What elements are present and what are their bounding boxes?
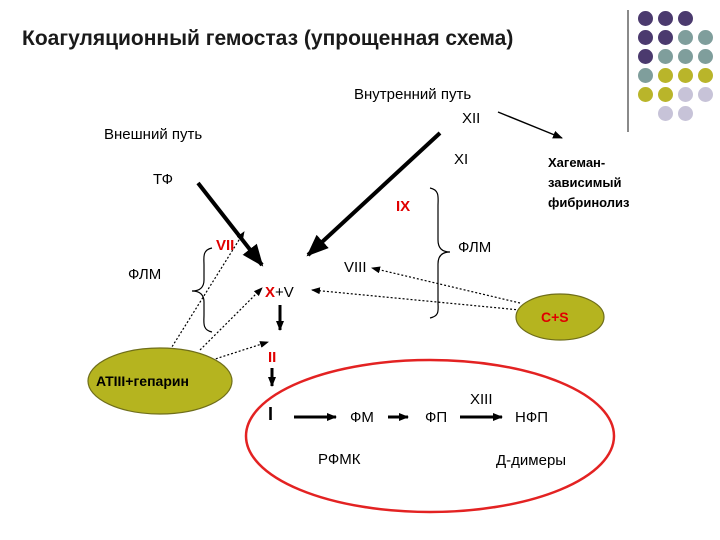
label-flm-right: ФЛМ xyxy=(458,239,492,256)
decor-dot xyxy=(638,11,653,26)
decor-dot-grid xyxy=(620,8,720,121)
cs-ellipse xyxy=(515,293,605,341)
label-ii: II xyxy=(268,349,277,366)
decor-dot xyxy=(658,106,673,121)
decor-dot xyxy=(638,49,653,64)
label-nfp: НФП xyxy=(515,409,549,426)
decor-dot xyxy=(698,68,713,83)
label-rfmk: РФМК xyxy=(318,451,361,468)
decor-dot xyxy=(678,106,693,121)
arrow-xii-to-fibrinolysis xyxy=(497,111,563,139)
decor-dot xyxy=(638,30,653,45)
dotted-cs-to-viii xyxy=(371,266,521,304)
label-x: X xyxy=(265,284,276,301)
label-ix: IX xyxy=(396,198,411,215)
slide-title: Коагуляционный гемостаз (упрощенная схем… xyxy=(22,27,514,50)
decor-dot xyxy=(658,87,673,102)
label-internal-path: Внутренний путь xyxy=(354,86,472,103)
decor-dot xyxy=(638,68,653,83)
decor-dot xyxy=(638,87,653,102)
label-xi: XI xyxy=(454,151,469,168)
dotted-atiii-to-vii xyxy=(169,231,245,351)
decor-dot xyxy=(658,68,673,83)
decor-dot xyxy=(698,30,713,45)
label-fm: ФМ xyxy=(350,409,374,426)
arrow-external-to-x xyxy=(196,181,264,267)
dotted-cs-to-xv xyxy=(311,287,521,311)
label-i: I xyxy=(268,404,274,424)
dotted-atiii-to-x xyxy=(199,287,263,351)
brace-left xyxy=(191,247,213,333)
label-plus-v: +V xyxy=(275,284,294,301)
dotted-atiii-to-ii xyxy=(211,341,269,361)
arrow-internal-to-x xyxy=(306,131,442,257)
label-d-dimers: Д-димеры xyxy=(496,452,567,469)
decor-dot xyxy=(678,30,693,45)
label-vii: VII xyxy=(216,237,235,254)
decor-dot xyxy=(658,30,673,45)
label-atiii-heparin: ATIII+гепарин xyxy=(96,373,189,389)
fibrin-region-outline xyxy=(244,358,616,514)
decor-dot xyxy=(698,49,713,64)
decor-dot xyxy=(698,87,713,102)
label-xv: X+V xyxy=(265,285,294,300)
decor-divider-line xyxy=(627,10,629,132)
decor-dot xyxy=(658,49,673,64)
label-tf: ТФ xyxy=(153,171,174,188)
label-hageman-fibrinolysis: Хагеман- зависимый фибринолиз xyxy=(548,155,630,210)
label-xii: XII xyxy=(462,110,481,127)
label-viii: VIII xyxy=(344,259,367,276)
brace-right xyxy=(429,187,451,319)
decor-dot xyxy=(658,11,673,26)
label-flm-left: ФЛМ xyxy=(128,266,162,283)
decor-dot xyxy=(678,11,693,26)
decor-dot xyxy=(678,68,693,83)
label-cs: С+S xyxy=(541,309,569,325)
label-external-path: Внешний путь xyxy=(104,126,203,143)
label-xiii: XIII xyxy=(470,391,493,408)
decor-dot xyxy=(678,87,693,102)
label-fp: ФП xyxy=(425,409,448,426)
atiii-heparin-ellipse xyxy=(87,347,233,415)
decor-dot xyxy=(678,49,693,64)
